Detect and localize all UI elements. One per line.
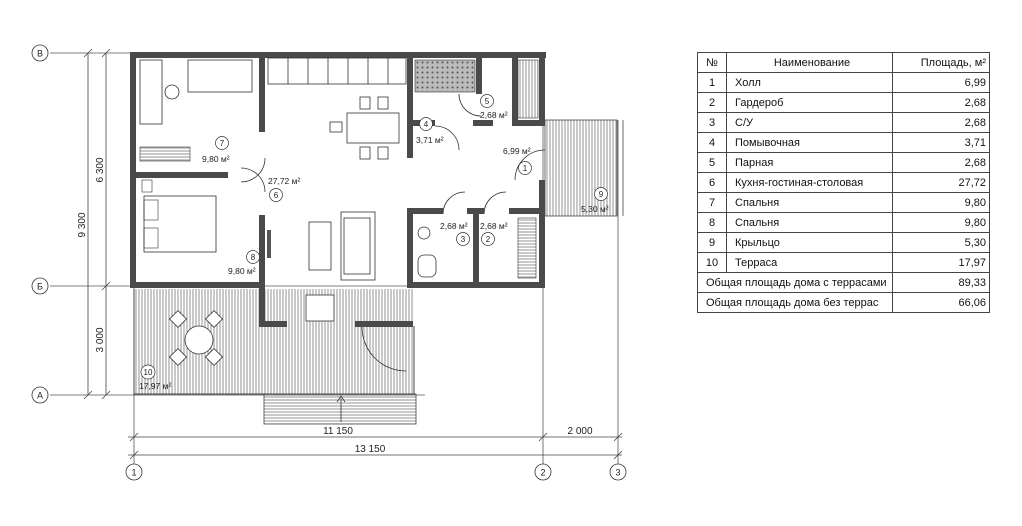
room-area-4: 3,71 м² bbox=[416, 135, 444, 145]
dim-left-bottom: 3 000 bbox=[95, 327, 106, 352]
nightstand-8 bbox=[141, 179, 153, 193]
room-area-3: 2,68 м² bbox=[440, 221, 468, 231]
svg-text:2: 2 bbox=[540, 468, 545, 478]
axis-bubble-1: 1 bbox=[125, 463, 143, 481]
room-marker-1: 1 bbox=[518, 161, 532, 175]
svg-text:4: 4 bbox=[424, 120, 429, 129]
room-area-1: 6,99 м² bbox=[503, 146, 531, 156]
svg-text:3: 3 bbox=[615, 468, 620, 478]
chair-7 bbox=[164, 84, 180, 100]
sauna-tiles bbox=[414, 59, 476, 93]
bottom-dimension-lines bbox=[128, 432, 623, 460]
dining-table bbox=[329, 96, 400, 160]
dim-bottom-a: 11 150 bbox=[323, 426, 353, 437]
bed-7 bbox=[187, 59, 253, 93]
header-area: Площадь, м² bbox=[892, 52, 990, 73]
dim-bottom-b: 2 000 bbox=[567, 426, 592, 437]
wardrobe-shelf-7 bbox=[139, 146, 191, 162]
steps bbox=[263, 393, 417, 425]
table-header-row: № Наименование Площадь, м² bbox=[697, 52, 990, 73]
room-area-2: 2,68 м² bbox=[480, 221, 508, 231]
room-marker-2: 2 bbox=[481, 232, 495, 246]
axis-bubble-2: 2 bbox=[534, 463, 552, 481]
axis-bubble-b: Б bbox=[31, 277, 49, 295]
room-area-10: 17,97 м² bbox=[139, 381, 171, 391]
room-marker-9: 9 bbox=[594, 187, 608, 201]
svg-text:3: 3 bbox=[461, 235, 466, 244]
svg-text:А: А bbox=[37, 391, 43, 401]
svg-text:2: 2 bbox=[486, 235, 491, 244]
bed-8 bbox=[143, 195, 217, 253]
axis-bubble-v: В bbox=[31, 44, 49, 62]
steam-shelf bbox=[517, 59, 539, 119]
room-area-6: 27,72 м² bbox=[268, 176, 300, 186]
svg-text:Б: Б bbox=[37, 282, 43, 292]
room-area-8: 9,80 м² bbox=[228, 266, 256, 276]
room-marker-5: 5 bbox=[480, 94, 494, 108]
room-marker-6: 6 bbox=[269, 188, 283, 202]
axis-bubble-3: 3 bbox=[609, 463, 627, 481]
room-area-7: 9,80 м² bbox=[202, 154, 230, 164]
room-marker-4: 4 bbox=[419, 117, 433, 131]
header-no: № bbox=[697, 52, 727, 73]
svg-text:8: 8 bbox=[251, 253, 256, 262]
dim-bottom-total: 13 150 bbox=[355, 444, 386, 455]
dim-left-top: 6 300 bbox=[95, 157, 106, 182]
svg-text:7: 7 bbox=[220, 139, 225, 148]
left-dimension-lines bbox=[83, 48, 111, 400]
door-swings bbox=[240, 93, 546, 372]
terrace-floor bbox=[134, 289, 414, 394]
svg-text:1: 1 bbox=[131, 468, 136, 478]
kitchen-cabinets bbox=[267, 57, 407, 85]
room-marker-8: 8 bbox=[246, 250, 260, 264]
svg-text:1: 1 bbox=[523, 164, 528, 173]
porch-floor bbox=[544, 119, 618, 217]
header-name: Наименование bbox=[726, 52, 893, 73]
room-marker-3: 3 bbox=[456, 232, 470, 246]
dim-left-total: 9 300 bbox=[77, 212, 88, 237]
svg-text:10: 10 bbox=[144, 368, 153, 377]
coffee-table bbox=[308, 221, 332, 271]
svg-text:9: 9 bbox=[599, 190, 604, 199]
desk-7 bbox=[139, 59, 163, 125]
svg-text:6: 6 bbox=[274, 191, 279, 200]
room-marker-10: 10 bbox=[140, 364, 156, 380]
sofa bbox=[340, 211, 376, 281]
axis-bubble-a: А bbox=[31, 386, 49, 404]
room-area-9: 5,30 м² bbox=[581, 204, 609, 214]
toilet bbox=[417, 254, 437, 278]
svg-text:В: В bbox=[37, 49, 43, 59]
floor-plan: 6 300 9 300 3 000 11 150 2 000 13 150 В … bbox=[31, 44, 627, 481]
room-marker-7: 7 bbox=[215, 136, 229, 150]
wardrobe-shelf-2 bbox=[517, 217, 537, 279]
armchair bbox=[305, 294, 335, 322]
svg-text:5: 5 bbox=[485, 97, 490, 106]
sink bbox=[417, 226, 431, 240]
room-area-5: 2,68 м² bbox=[480, 110, 508, 120]
tv bbox=[267, 230, 271, 258]
terrace-table bbox=[168, 309, 224, 367]
